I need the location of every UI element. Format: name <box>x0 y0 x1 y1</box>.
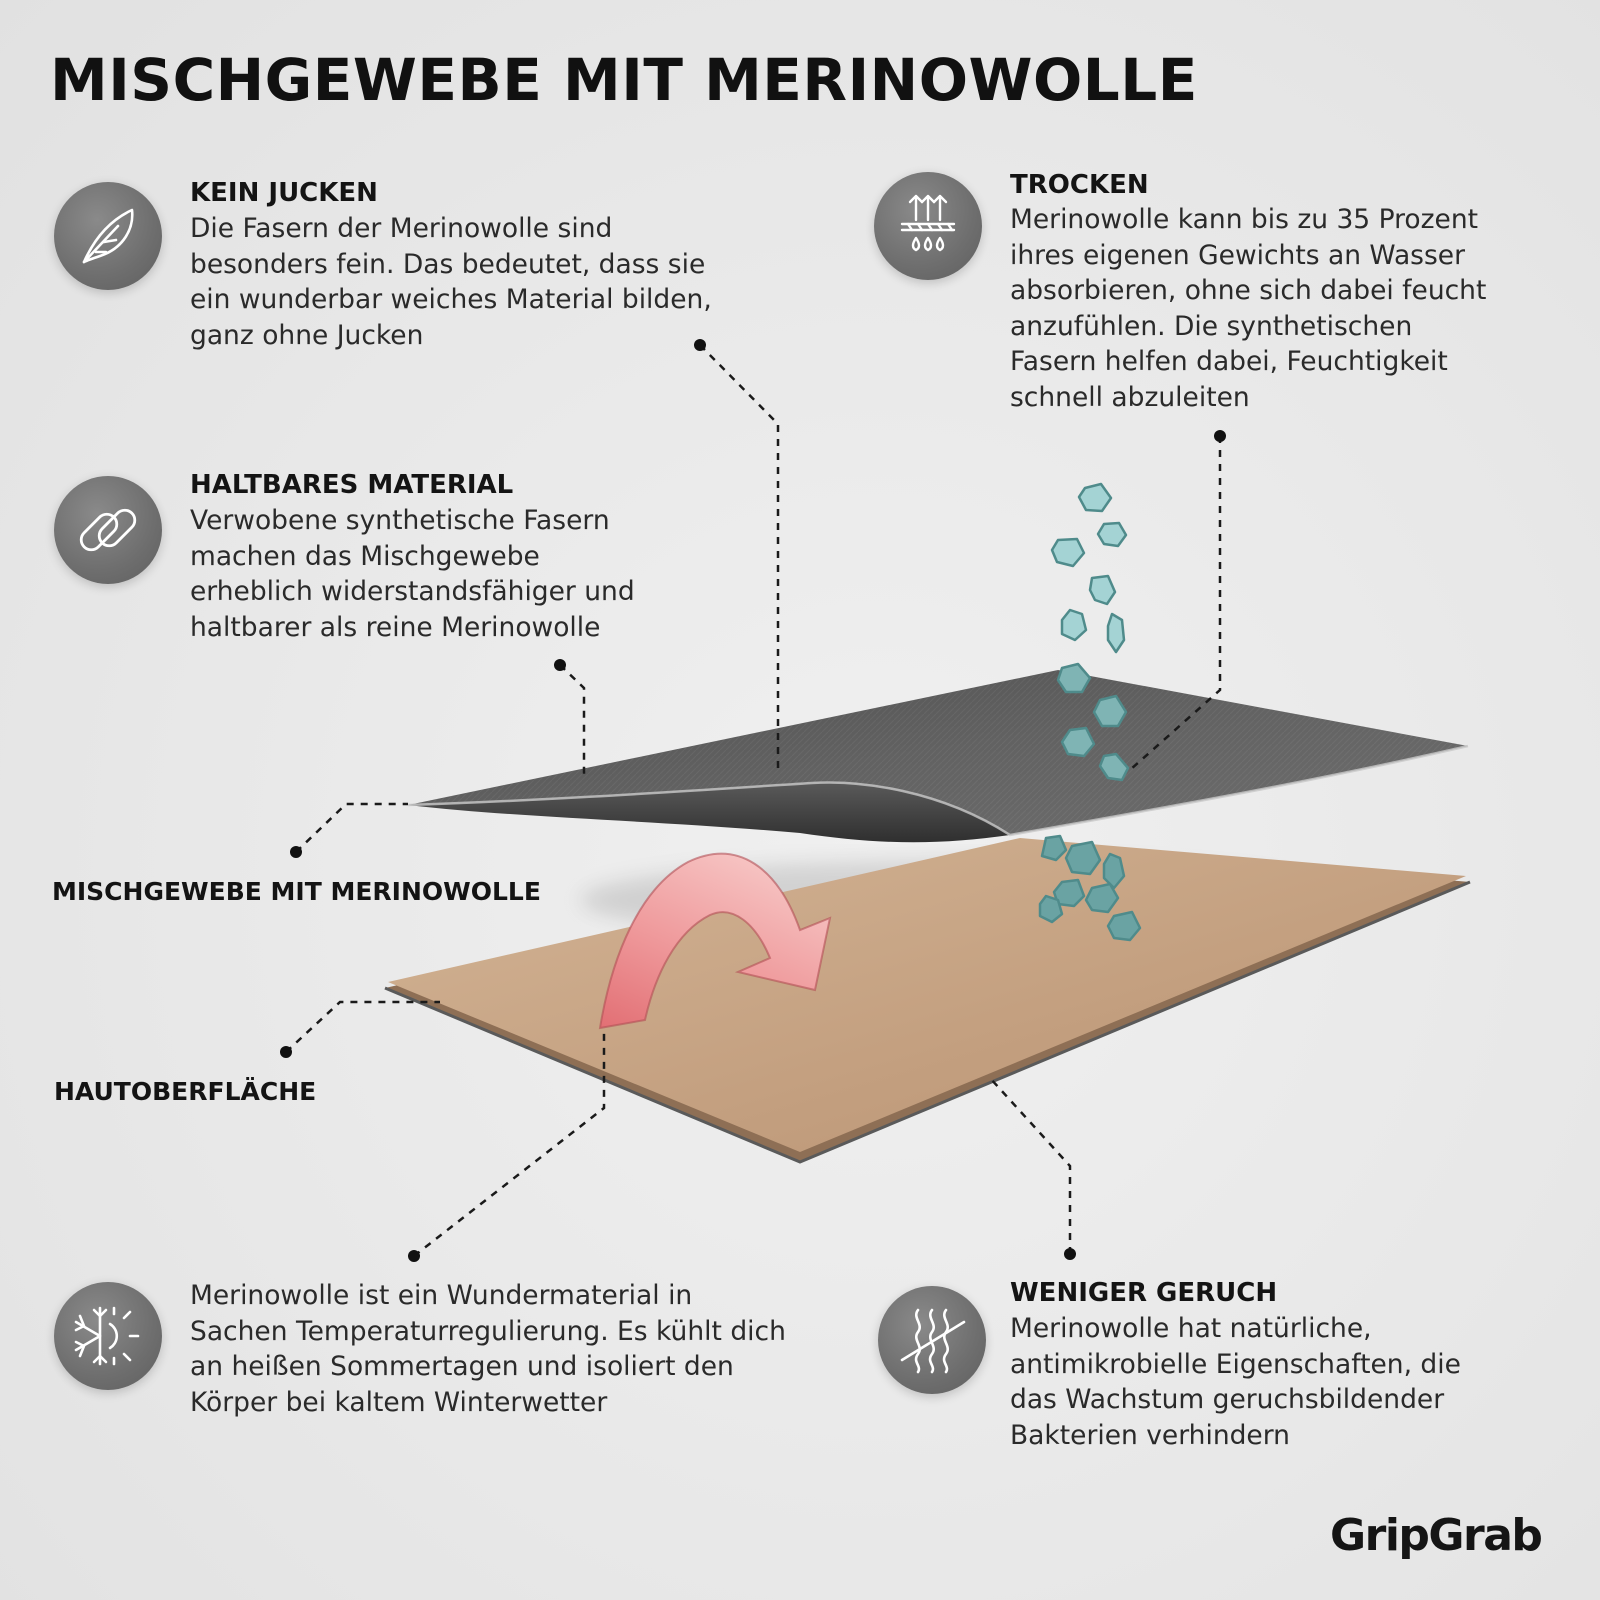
callout-line-trocken <box>1129 436 1222 771</box>
trocken-heading: TROCKEN <box>1010 170 1149 200</box>
droplet <box>1106 910 1142 942</box>
callout-line-skin-label <box>285 1000 440 1053</box>
droplet <box>1077 482 1113 513</box>
callout-line-haltbar <box>559 664 586 778</box>
callout-line-geruch <box>989 1077 1072 1254</box>
skin-layer-label: HAUTOBERFLÄCHE <box>54 1077 317 1106</box>
temperatur-description: Merinowolle ist ein Wundermaterial in Sa… <box>190 1278 870 1420</box>
text-line: Merinowolle kann bis zu 35 Prozent <box>1010 204 1479 235</box>
text-line: ganz ohne Jucken <box>190 319 424 351</box>
odor-block-icon <box>878 1286 986 1394</box>
droplet <box>1040 834 1068 862</box>
callout-dot-fabric-label <box>290 846 302 858</box>
kein-jucken-heading: KEIN JUCKEN <box>190 178 378 208</box>
droplet <box>1106 612 1126 654</box>
droplet <box>1102 852 1126 890</box>
callout-line-fabric-label <box>295 802 408 853</box>
callout-dot-kein-jucken <box>694 339 706 351</box>
text-line: Verwobene synthetische Fasern <box>190 505 610 536</box>
droplet <box>1052 878 1086 908</box>
weniger-geruch-description: Merinowolle hat natürliche, antimikrobie… <box>1010 1311 1590 1453</box>
droplet <box>1050 537 1086 568</box>
text-line: ihres eigenen Gewichts an Wasser <box>1010 239 1465 271</box>
haltbares-material-heading: HALTBARES MATERIAL <box>190 470 514 500</box>
callout-lines <box>285 344 1222 1257</box>
brand-logo: GripGrab <box>1330 1510 1543 1561</box>
droplet <box>1038 894 1064 924</box>
text-line: erheblich widerstandsfähiger und <box>190 576 635 607</box>
text-line: Bakterien verhindern <box>1010 1419 1290 1451</box>
heat-arrow-shape <box>598 852 832 1030</box>
moisture-droplets <box>1038 482 1142 942</box>
text-line: ein wunderbar weiches Material bilden, <box>190 284 712 315</box>
fabric-sheet <box>407 670 1469 843</box>
callout-line-temperatur <box>413 1028 606 1257</box>
text-line: haltbarer als reine Merinowolle <box>190 611 601 643</box>
text-line: an heißen Sommertagen und isoliert den <box>190 1351 734 1382</box>
moisture-wicking-icon <box>874 172 982 280</box>
callout-dot-skin-label <box>280 1046 292 1058</box>
droplet <box>1060 726 1096 758</box>
droplet <box>1084 882 1120 914</box>
haltbares-material-description: Verwobene synthetische Fasern machen das… <box>190 503 790 645</box>
text-line: Fasern helfen dabei, Feuchtigkeit <box>1010 346 1448 377</box>
trocken-description: Merinowolle kann bis zu 35 Prozent ihres… <box>1010 202 1590 415</box>
callout-dots <box>280 339 1226 1262</box>
text-line: machen das Mischgewebe <box>190 540 540 572</box>
text-line: antimikrobielle Eigenschaften, die <box>1010 1348 1461 1380</box>
droplet <box>1060 608 1088 642</box>
snowflake-sun-icon <box>54 1282 162 1390</box>
fabric-layer-label: MISCHGEWEBE MIT MERINOWOLLE <box>52 877 541 906</box>
text-line: Merinowolle ist ein Wundermaterial in <box>190 1280 693 1311</box>
feather-icon <box>54 182 162 290</box>
droplet <box>1088 574 1117 606</box>
kein-jucken-description: Die Fasern der Merinowolle sind besonder… <box>190 211 790 353</box>
text-line: schnell abzuleiten <box>1010 381 1250 413</box>
text-line: anzufühlen. Die synthetischen <box>1010 310 1413 342</box>
droplet <box>1092 694 1128 728</box>
text-line: das Wachstum geruchsbildender <box>1010 1384 1445 1415</box>
text-line: Sachen Temperaturregulierung. Es kühlt d… <box>190 1315 786 1347</box>
droplet <box>1096 521 1128 548</box>
skin-surface-sheet <box>384 838 1471 1164</box>
callout-dot-temperatur <box>408 1250 420 1262</box>
chain-link-icon <box>54 476 162 584</box>
text-line: Körper bei kaltem Winterwetter <box>190 1386 608 1418</box>
text-line: Merinowolle hat natürliche, <box>1010 1313 1372 1344</box>
text-line: Die Fasern der Merinowolle sind <box>190 213 613 244</box>
droplet <box>1056 662 1092 694</box>
droplet <box>1064 840 1102 876</box>
callout-dot-geruch <box>1064 1248 1076 1260</box>
callout-dot-trocken <box>1214 430 1226 442</box>
weniger-geruch-heading: WENIGER GERUCH <box>1010 1278 1278 1308</box>
text-line: absorbieren, ohne sich dabei feucht <box>1010 275 1487 306</box>
text-line: besonders fein. Das bedeutet, dass sie <box>190 248 706 280</box>
page-title: MISCHGEWEBE MIT MERINOWOLLE <box>50 46 1198 114</box>
callout-dot-haltbar <box>554 659 566 671</box>
droplet <box>1098 752 1130 782</box>
